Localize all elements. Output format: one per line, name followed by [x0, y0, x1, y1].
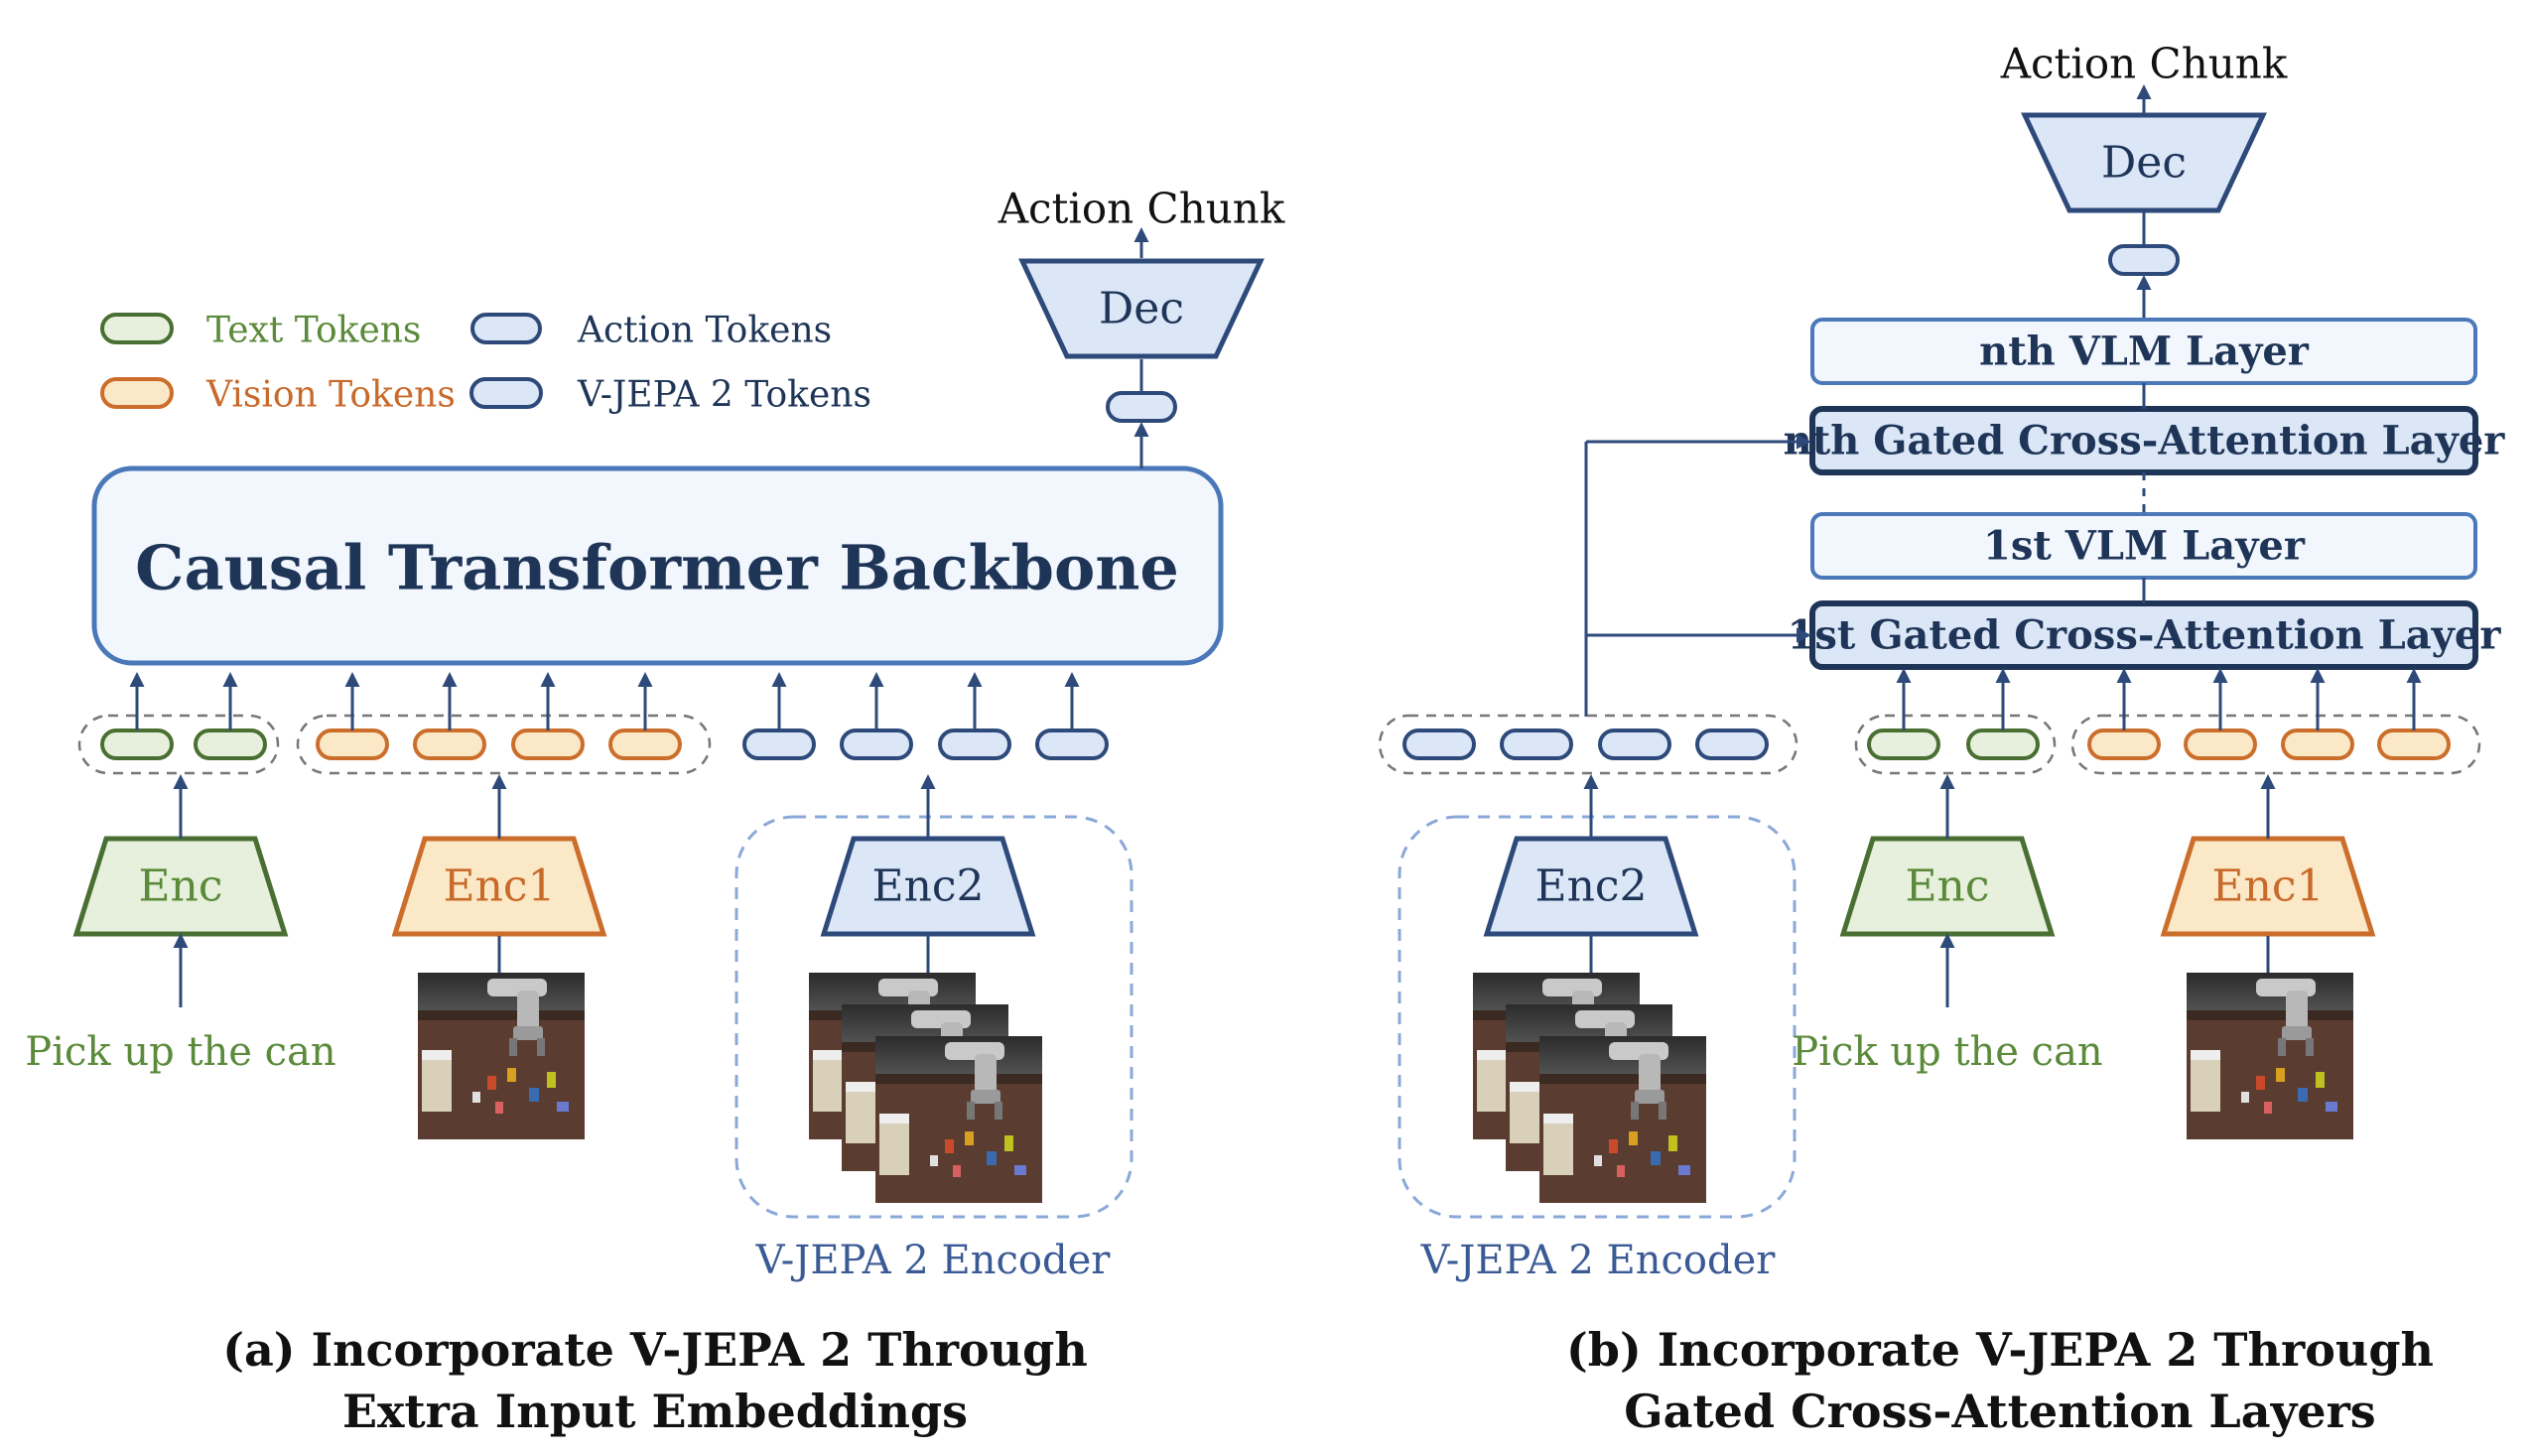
- legend-vision-token-swatch: [100, 377, 174, 409]
- panel-b-vjepa-encoder-group: [1398, 815, 1797, 1219]
- panel-a-text-token-1: [100, 728, 174, 760]
- panel-b-decoder: [2021, 112, 2267, 213]
- legend-text-tokens-label: Text Tokens: [206, 311, 421, 351]
- panel-a-vjepa-encoder-label: Enc2: [871, 861, 984, 912]
- panel-a-text-encoder-label: Enc: [138, 861, 222, 912]
- panel-a-action-chunk-label: Action Chunk: [998, 185, 1285, 233]
- panel-a-instruction-text: Pick up the can: [25, 1029, 335, 1075]
- panel-b-vision-token-4: [2377, 728, 2451, 760]
- panel-b-action-token-out: [2108, 244, 2180, 276]
- panel-b-action-chunk-label: Action Chunk: [2000, 40, 2288, 88]
- legend-vision-tokens-label: Vision Tokens: [205, 375, 456, 416]
- panel-b-vision-token-group: [2070, 714, 2481, 775]
- panel-a-text-token-2: [194, 728, 267, 760]
- panel-a-vision-token-group: [296, 714, 712, 775]
- panel-b-vision-encoder: [2160, 836, 2376, 937]
- panel-b-vjepa-token-1: [1402, 728, 1476, 760]
- panel-a-caption-line1: (a) Incorporate V-JEPA 2 Through: [222, 1323, 1088, 1377]
- panel-a-caption-line2: Extra Input Embeddings: [342, 1385, 968, 1438]
- panel-b-text-token-group: [1854, 714, 2057, 775]
- backbone-label: Causal Transformer Backbone: [135, 532, 1179, 604]
- panel-b-nth-gated-cross-attention-layer-label: nth Gated Cross-Attention Layer: [1784, 418, 2506, 464]
- panel-a-vision-encoder-label: Enc1: [443, 861, 555, 912]
- panel-b-vision-token-2: [2184, 728, 2257, 760]
- panel-a-vjepa-token-1: [742, 728, 816, 760]
- panel-b-instruction-text: Pick up the can: [1792, 1029, 2102, 1075]
- panel-b-text-token-1: [1867, 728, 1940, 760]
- panel-a-video-frame-3-icon: [875, 1036, 1042, 1203]
- panel-a-vision-token-2: [413, 728, 486, 760]
- panel-b-text-token-2: [1966, 728, 2040, 760]
- panel-a-vjepa-token-4: [1035, 728, 1109, 760]
- panel-b-vjepa-token-2: [1500, 728, 1573, 760]
- panel-b-vjepa-token-4: [1695, 728, 1769, 760]
- panel-a-vjepa-encoder-group: [734, 815, 1133, 1219]
- panel-b-video-frame-3-icon: [1539, 1036, 1706, 1203]
- panel-a-text-encoder: [72, 836, 289, 937]
- causal-transformer-backbone: [91, 465, 1224, 666]
- panel-a-vision-encoder: [391, 836, 607, 937]
- panel-a-vision-token-1: [316, 728, 389, 760]
- panel-b-caption-line1: (b) Incorporate V-JEPA 2 Through: [1566, 1323, 2434, 1377]
- legend-text-token-swatch: [100, 313, 174, 344]
- panel-b-1st-gated-cross-attention-layer-label: 1st Gated Cross-Attention Layer: [1788, 612, 2502, 659]
- panel-b-decoder-label: Dec: [2101, 138, 2187, 189]
- legend-action-token-swatch: [470, 313, 542, 344]
- panel-a-text-token-group: [77, 714, 280, 775]
- panel-b-vjepa-token-3: [1598, 728, 1671, 760]
- panel-b-text-encoder-label: Enc: [1905, 861, 1989, 912]
- panel-b-vision-encoder-label: Enc1: [2211, 861, 2324, 912]
- panel-b-vjepa-encoder-label: Enc2: [1534, 861, 1647, 912]
- panel-a-vision-token-4: [608, 728, 682, 760]
- panel-b-vjepa-encoder: [1483, 836, 1699, 937]
- panel-b-vision-token-3: [2281, 728, 2354, 760]
- panel-b-vision-token-1: [2087, 728, 2161, 760]
- panel-a-vision-token-3: [511, 728, 585, 760]
- panel-a-vjepa-token-3: [938, 728, 1011, 760]
- panel-a-vision-image-icon: [418, 973, 585, 1139]
- panel-b-1st-vlm-layer-label: 1st VLM Layer: [1983, 523, 2306, 570]
- panel-b-nth-vlm-layer-label: nth VLM Layer: [1979, 329, 2310, 375]
- panel-b-caption-line2: Gated Cross-Attention Layers: [1624, 1385, 2375, 1438]
- legend-action-tokens-label: Action Tokens: [577, 311, 832, 351]
- panel-a-vjepa-token-2: [840, 728, 913, 760]
- legend-vjepa-tokens-label: V-JEPA 2 Tokens: [577, 375, 871, 416]
- panel-a-action-token-out: [1106, 391, 1177, 423]
- panel-b-text-encoder: [1839, 836, 2056, 937]
- panel-a-vjepa-encoder-label: V-JEPA 2 Encoder: [755, 1238, 1112, 1283]
- panel-a-vjepa-encoder: [820, 836, 1036, 937]
- panel-b-vjepa-encoder-label: V-JEPA 2 Encoder: [1420, 1238, 1777, 1283]
- panel-b-vjepa-token-group: [1378, 714, 1798, 775]
- panel-a-decoder-label: Dec: [1099, 284, 1184, 334]
- legend-vjepa-token-swatch: [469, 377, 543, 409]
- panel-b-vision-image-icon: [2187, 973, 2353, 1139]
- panel-a-decoder: [1018, 258, 1265, 359]
